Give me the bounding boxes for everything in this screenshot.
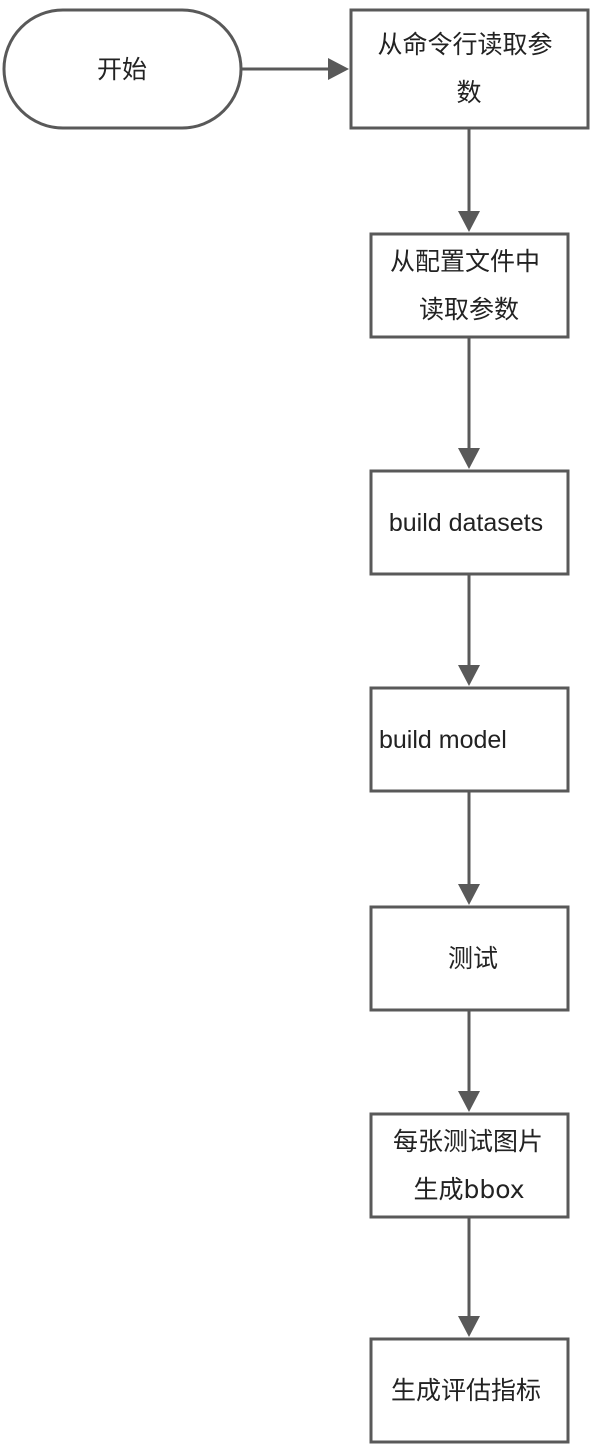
node-start-label: 开始 [97,55,147,84]
process-shape [369,1337,570,1444]
node-gen-bbox-line-1: 每张测试图片 [393,1127,543,1156]
node-read-cli-label: 从命令行读取参 数 [378,30,561,107]
arrowhead-icon [458,1316,480,1337]
process-shape [349,8,590,130]
node-gen-metrics-label: 生成评估指标 [391,1376,541,1405]
node-build-model-label: build model [379,726,507,754]
arrowhead-icon [458,1091,480,1112]
node-read-cli-line-2: 数 [456,78,481,107]
node-read-config-line-2: 读取参数 [419,295,519,324]
arrowhead-icon [458,211,480,232]
edges [241,58,480,1337]
edge-test-to-gen-bbox [458,1010,480,1112]
arrowhead-icon [458,448,480,469]
node-start: 开始 [2,8,243,130]
node-build-datasets-label: build datasets [389,509,543,537]
node-build-datasets: build datasets [369,469,570,576]
node-start-line-1: 开始 [97,55,147,84]
node-read-config-label: 从配置文件中 读取参数 [390,247,548,324]
nodes: 开始 从命令行读取参 数 从配置文件中 读取参数 build datasets [2,8,590,1444]
process-shape [369,686,570,793]
node-read-cli-line-1: 从命令行读取参 [378,30,553,59]
arrowhead-icon [458,665,480,686]
arrowhead-icon [458,884,480,905]
terminator-shape [2,8,243,130]
edge-build-model-to-test [458,791,480,905]
node-gen-bbox: 每张测试图片 生成bbox [369,1112,570,1219]
node-test-line-1: 测试 [448,944,498,973]
edge-read-config-to-build-datasets [458,337,480,469]
edge-gen-bbox-to-gen-metrics [458,1217,480,1337]
node-build-model-line-1: build model [379,726,507,754]
node-read-cli: 从命令行读取参 数 [349,8,590,130]
node-build-model: build model [369,686,570,793]
node-test-label: 测试 [448,944,498,973]
node-test: 测试 [369,905,570,1012]
edge-start-to-read-cli [241,58,349,80]
process-shape [369,905,570,1012]
node-read-config: 从配置文件中 读取参数 [369,232,570,339]
edge-read-cli-to-read-config [458,128,480,232]
node-gen-metrics: 生成评估指标 [369,1337,570,1444]
arrowhead-icon [328,58,349,80]
process-shape [369,469,570,576]
node-gen-bbox-label: 每张测试图片 生成bbox [393,1127,551,1204]
edge-build-datasets-to-build-model [458,574,480,686]
process-shape [369,232,570,339]
node-read-config-line-1: 从配置文件中 [390,247,540,276]
node-gen-bbox-line-2: 生成bbox [413,1175,524,1204]
process-shape [369,1112,570,1219]
node-gen-metrics-line-1: 生成评估指标 [391,1376,541,1405]
node-build-datasets-line-1: build datasets [389,509,543,537]
